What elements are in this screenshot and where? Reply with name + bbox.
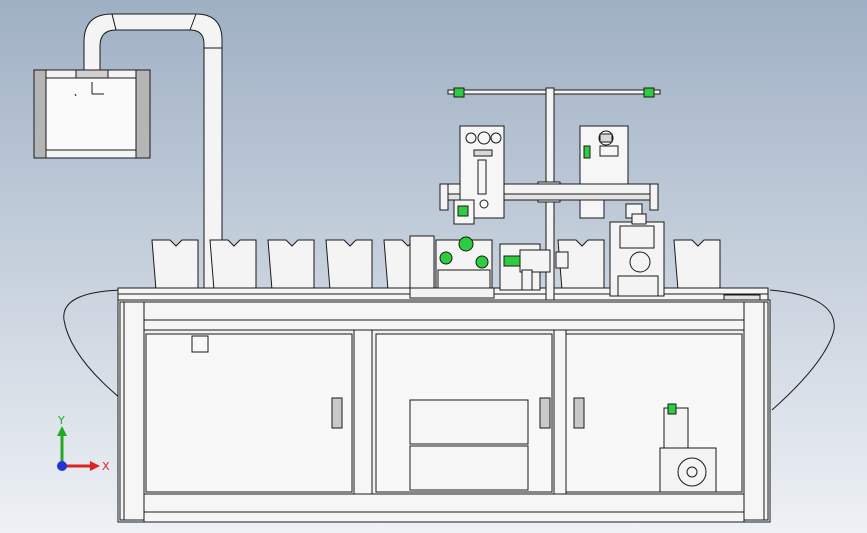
gantry-crossbar (439, 87, 661, 303)
control-drawers (409, 399, 529, 491)
work-station-center (499, 243, 569, 291)
product-carrier (325, 239, 373, 291)
product-carrier (209, 239, 257, 291)
work-station-left (409, 235, 495, 299)
product-carrier (267, 239, 315, 291)
drive-motor (659, 403, 717, 493)
y-axis-label: Y (57, 414, 65, 427)
product-carrier (151, 239, 199, 291)
feeder-module-left (453, 125, 505, 225)
product-carrier (673, 239, 721, 291)
conveyor-belt-right (769, 289, 835, 411)
x-axis-label: X (102, 460, 110, 473)
work-station-right (609, 213, 665, 297)
conveyor-belt-left (63, 289, 123, 399)
axis-triad: Y X (57, 414, 110, 473)
dust-collector (33, 69, 151, 159)
